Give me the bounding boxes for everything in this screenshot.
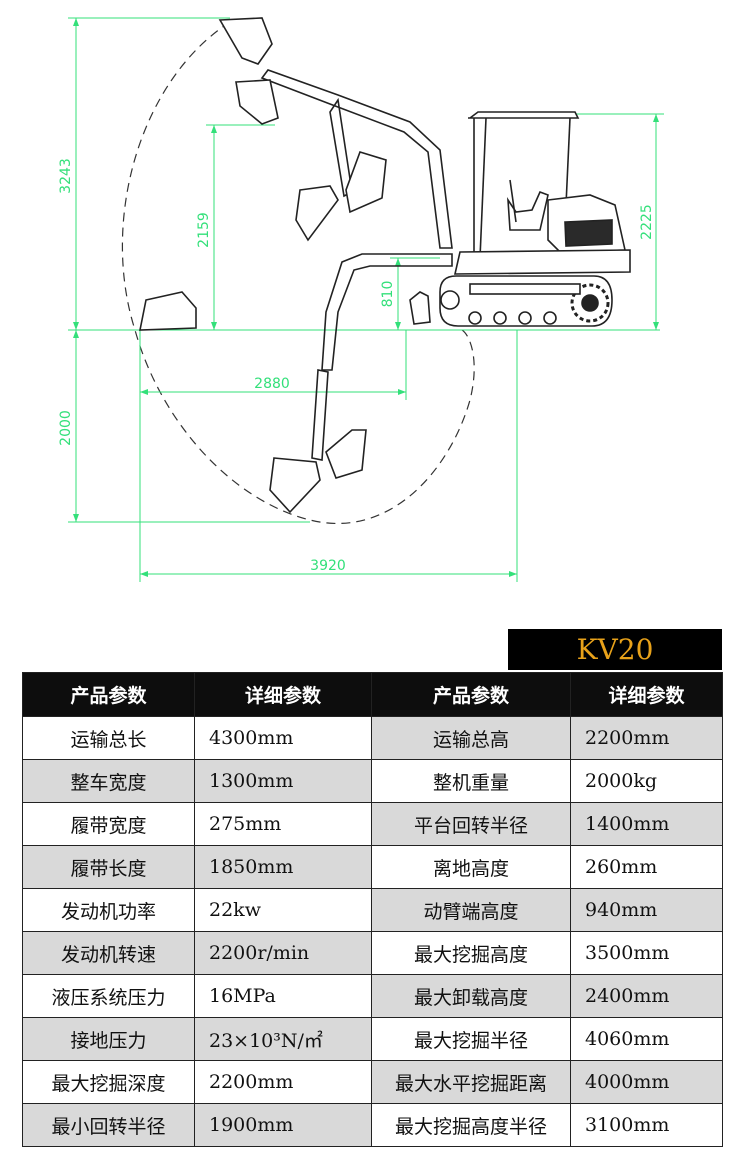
dim-2159: 2159 xyxy=(196,212,212,248)
spec-value: 1300mm xyxy=(194,759,372,803)
spec-value: 260mm xyxy=(570,845,723,889)
table-row: 最小回转半径 1900mm 最大挖掘高度半径 3100mm xyxy=(22,1103,723,1147)
spec-name: 动臂端高度 xyxy=(371,888,571,932)
spec-value: 2200r/min xyxy=(194,931,372,975)
spec-value: 1900mm xyxy=(194,1103,372,1147)
spec-value: 4060mm xyxy=(570,1017,723,1061)
spec-value: 3100mm xyxy=(570,1103,723,1147)
table-header-row: 产品参数 详细参数 产品参数 详细参数 xyxy=(22,672,723,717)
table-row: 整车宽度 1300mm 整机重量 2000kg xyxy=(22,759,723,803)
spec-name: 最大挖掘高度 xyxy=(371,931,571,975)
spec-value: 16MPa xyxy=(194,974,372,1018)
dim-810: 810 xyxy=(380,281,396,308)
table-row: 履带长度 1850mm 离地高度 260mm xyxy=(22,845,723,889)
excavator-dimension-diagram: 3243 2159 2225 810 2000 2880 3920 xyxy=(58,17,664,582)
table-row: 履带宽度 275mm 平台回转半径 1400mm xyxy=(22,802,723,846)
spec-name: 整机重量 xyxy=(371,759,571,803)
spec-value: 23×10³N/㎡ xyxy=(194,1017,372,1061)
spec-name: 发动机功率 xyxy=(22,888,195,932)
spec-name: 最大挖掘深度 xyxy=(22,1060,195,1104)
table-row: 发动机功率 22kw 动臂端高度 940mm xyxy=(22,888,723,932)
dim-2880: 2880 xyxy=(254,376,290,392)
header-detail-right: 详细参数 xyxy=(570,672,723,717)
dimension-lines xyxy=(68,17,664,582)
spec-name: 最大水平挖掘距离 xyxy=(371,1060,571,1104)
model-tag: KV20 xyxy=(508,629,722,670)
spec-value: 3500mm xyxy=(570,931,723,975)
spec-name: 接地压力 xyxy=(22,1017,195,1061)
spec-value: 2200mm xyxy=(570,716,723,760)
spec-name: 履带长度 xyxy=(22,845,195,889)
spec-value: 2400mm xyxy=(570,974,723,1018)
spec-name: 最大挖掘高度半径 xyxy=(371,1103,571,1147)
digging-envelope xyxy=(121,21,475,525)
dimension-arrows xyxy=(73,18,659,577)
spec-name: 液压系统压力 xyxy=(22,974,195,1018)
spec-value: 940mm xyxy=(570,888,723,932)
table-row: 发动机转速 2200r/min 最大挖掘高度 3500mm xyxy=(22,931,723,975)
spec-name: 整车宽度 xyxy=(22,759,195,803)
spec-value: 2200mm xyxy=(194,1060,372,1104)
spec-value: 2000kg xyxy=(570,759,723,803)
dim-2000: 2000 xyxy=(58,410,74,446)
spec-name: 发动机转速 xyxy=(22,931,195,975)
spec-name: 履带宽度 xyxy=(22,802,195,846)
spec-name: 平台回转半径 xyxy=(371,802,571,846)
spec-table: 产品参数 详细参数 产品参数 详细参数 运输总长 4300mm 运输总高 220… xyxy=(22,672,723,1147)
spec-value: 4300mm xyxy=(194,716,372,760)
table-row: 运输总长 4300mm 运输总高 2200mm xyxy=(22,716,723,760)
dim-2225: 2225 xyxy=(639,204,655,240)
table-row: 最大挖掘深度 2200mm 最大水平挖掘距离 4000mm xyxy=(22,1060,723,1104)
header-detail-left: 详细参数 xyxy=(194,672,372,717)
table-row: 液压系统压力 16MPa 最大卸载高度 2400mm xyxy=(22,974,723,1018)
spec-value: 4000mm xyxy=(570,1060,723,1104)
spec-name: 运输总高 xyxy=(371,716,571,760)
excavator-machine xyxy=(260,69,631,461)
spec-name: 离地高度 xyxy=(371,845,571,889)
header-param-left: 产品参数 xyxy=(22,672,195,717)
spec-name: 最大卸载高度 xyxy=(371,974,571,1018)
spec-value: 1400mm xyxy=(570,802,723,846)
spec-name: 最大挖掘半径 xyxy=(371,1017,571,1061)
dim-3243: 3243 xyxy=(58,158,74,194)
header-param-right: 产品参数 xyxy=(371,672,571,717)
spec-value: 22kw xyxy=(194,888,372,932)
spec-value: 1850mm xyxy=(194,845,372,889)
spec-value: 275mm xyxy=(194,802,372,846)
dim-3920: 3920 xyxy=(310,558,346,574)
bucket-shapes xyxy=(139,17,387,514)
table-row: 接地压力 23×10³N/㎡ 最大挖掘半径 4060mm xyxy=(22,1017,723,1061)
spec-name: 运输总长 xyxy=(22,716,195,760)
spec-name: 最小回转半径 xyxy=(22,1103,195,1147)
